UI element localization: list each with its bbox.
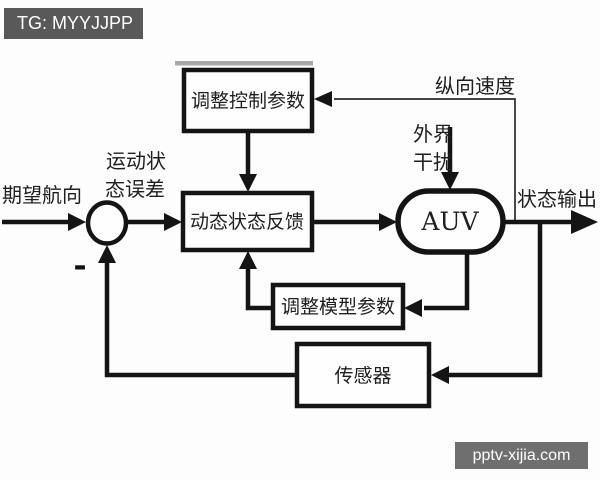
summing-junction-circle <box>85 200 129 246</box>
label-motion-error-line2: 态误差 <box>105 177 165 201</box>
node-sensor-box <box>294 341 432 409</box>
arrowhead-into-feedback-left <box>164 213 182 231</box>
arrowhead-into-model-right <box>404 299 422 317</box>
arrowhead-into-feedback-bottom <box>239 251 257 269</box>
node-sensor-label: 传感器 <box>334 365 391 387</box>
arrowhead-into-auv-top <box>441 172 459 190</box>
label-state-output: 状态输出 <box>517 187 597 211</box>
arrowhead-into-sum-bottom <box>98 245 116 263</box>
node-auv-stadium <box>395 188 506 255</box>
arrowhead-into-auv-left <box>379 213 397 231</box>
label-desired-heading: 期望航向 <box>2 183 82 207</box>
node-auv-label: AUV <box>420 207 479 236</box>
node-dynamic-feedback-label: 动态状态反馈 <box>190 211 304 233</box>
auv-to-model-line <box>424 250 470 311</box>
output-to-sensor-line <box>447 222 543 378</box>
arrowhead-into-feedback-top <box>239 174 257 192</box>
node-adjust-control-label: 调整控制参数 <box>191 90 305 112</box>
sensor-to-sum-line <box>104 261 301 378</box>
node-adjust-model-box <box>270 282 406 331</box>
label-longitudinal-velocity: 纵向速度 <box>435 74 515 98</box>
arrowhead-into-control-right <box>314 91 332 107</box>
node-adjust-control-box <box>181 67 315 134</box>
site-watermark-text: pptv-xijia.com <box>472 446 571 464</box>
arrowhead-state-output <box>571 210 598 234</box>
site-watermark-badge: pptv-xijia.com <box>455 442 588 469</box>
arrowhead-into-sensor-right <box>431 366 449 384</box>
arrowhead-into-sum <box>68 213 86 231</box>
label-disturbance-line2: 干扰 <box>413 150 453 174</box>
faded-line-artifact <box>175 61 313 66</box>
tg-watermark-text: TG: MYYJJPP <box>17 13 134 33</box>
label-disturbance-line1: 外界 <box>413 122 453 146</box>
velocity-feedback-line <box>334 98 516 220</box>
node-dynamic-feedback-box <box>180 190 315 253</box>
label-minus-sign: - <box>73 246 86 284</box>
node-adjust-model-label: 调整模型参数 <box>281 296 395 318</box>
model-to-feedback-line <box>245 267 275 311</box>
tg-watermark-badge: TG: MYYJJPP <box>4 8 143 39</box>
label-motion-error-line1: 运动状 <box>106 149 166 173</box>
